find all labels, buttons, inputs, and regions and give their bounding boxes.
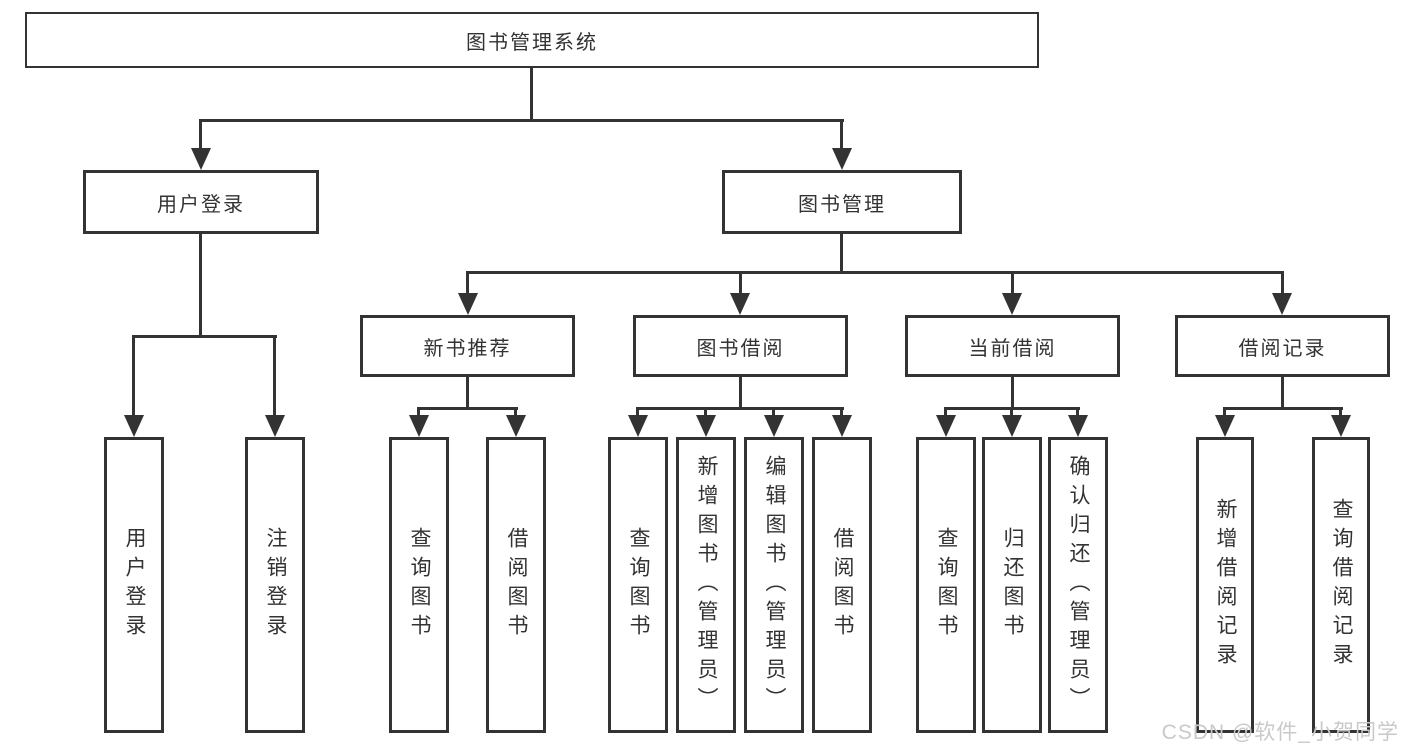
- connector-line: [1011, 377, 1014, 410]
- connector-line: [1076, 407, 1079, 420]
- node-book-borrowing-label: 图书借阅: [696, 337, 785, 360]
- connector-line: [704, 407, 707, 420]
- leaf-edit-books-admin-label: 编辑图书（管理员）: [763, 454, 786, 716]
- connector-line: [1281, 271, 1284, 296]
- connector-line: [636, 407, 639, 420]
- arrow-down-icon: [936, 415, 956, 437]
- node-book-management-label: 图书管理: [798, 193, 886, 216]
- connector-line: [1010, 407, 1013, 420]
- node-book-management: 图书管理: [722, 170, 962, 234]
- leaf-return-books-label: 归还图书: [1001, 527, 1024, 643]
- node-new-book-recommendation: 新书推荐: [360, 315, 575, 377]
- connector-line: [530, 68, 533, 121]
- node-borrowing-records-label: 借阅记录: [1238, 337, 1327, 360]
- node-current-borrowing: 当前借阅: [905, 315, 1120, 377]
- arrow-down-icon: [506, 415, 526, 437]
- connector-line: [739, 377, 742, 410]
- leaf-query-books-borrow-label: 查询图书: [627, 527, 650, 643]
- arrow-down-icon: [1002, 293, 1022, 315]
- leaf-return-books: 归还图书: [982, 437, 1042, 733]
- connector-line: [1223, 407, 1343, 410]
- connector-line: [273, 335, 276, 418]
- leaf-logout: 注销登录: [245, 437, 305, 733]
- connector-line: [514, 407, 517, 420]
- arrow-down-icon: [696, 415, 716, 437]
- leaf-query-books-current: 查询图书: [916, 437, 976, 733]
- arrow-down-icon: [1002, 415, 1022, 437]
- leaf-add-borrow-record-label: 新增借阅记录: [1214, 498, 1237, 672]
- connector-line: [200, 119, 844, 122]
- arrow-down-icon: [1331, 415, 1351, 437]
- leaf-query-books-current-label: 查询图书: [935, 527, 958, 643]
- arrow-down-icon: [458, 293, 478, 315]
- connector-line: [199, 234, 202, 338]
- arrow-down-icon: [124, 415, 144, 437]
- arrow-down-icon: [265, 415, 285, 437]
- arrow-down-icon: [764, 415, 784, 437]
- leaf-add-books-admin-label: 新增图书（管理员）: [695, 454, 718, 716]
- node-current-borrowing-label: 当前借阅: [968, 337, 1057, 360]
- node-user-login-label: 用户登录: [157, 193, 245, 216]
- leaf-logout-label: 注销登录: [264, 527, 287, 643]
- connector-line: [1339, 407, 1342, 420]
- leaf-user-login: 用户登录: [104, 437, 164, 733]
- arrow-down-icon: [1272, 293, 1292, 315]
- node-root: 图书管理系统: [25, 12, 1039, 68]
- node-new-book-recommendation-label: 新书推荐: [423, 337, 512, 360]
- connector-line: [132, 335, 135, 418]
- node-root-label: 图书管理系统: [466, 31, 598, 54]
- arrow-down-icon: [628, 415, 648, 437]
- connector-line: [466, 271, 1284, 274]
- arrow-down-icon: [1215, 415, 1235, 437]
- arrow-down-icon: [832, 415, 852, 437]
- watermark: CSDN @软件_小贺同学: [1161, 721, 1399, 744]
- leaf-borrow-books-recommend: 借阅图书: [486, 437, 546, 733]
- leaf-query-books-recommend-label: 查询图书: [408, 527, 431, 643]
- arrow-down-icon: [1068, 415, 1088, 437]
- connector-line: [840, 234, 843, 274]
- connector-line: [417, 407, 420, 420]
- leaf-borrow-books: 借阅图书: [812, 437, 872, 733]
- leaf-add-books-admin: 新增图书（管理员）: [676, 437, 736, 733]
- connector-line: [636, 407, 844, 410]
- leaf-query-books-borrow: 查询图书: [608, 437, 668, 733]
- leaf-borrow-books-recommend-label: 借阅图书: [505, 527, 528, 643]
- connector-line: [944, 407, 947, 420]
- leaf-user-login-label: 用户登录: [123, 527, 146, 643]
- connector-line: [840, 119, 843, 152]
- connector-line: [466, 377, 469, 410]
- leaf-add-borrow-record: 新增借阅记录: [1196, 437, 1254, 733]
- leaf-confirm-return-admin: 确认归还（管理员）: [1048, 437, 1108, 733]
- connector-line: [132, 335, 277, 338]
- node-book-borrowing: 图书借阅: [633, 315, 848, 377]
- connector-line: [1223, 407, 1226, 420]
- connector-line: [1011, 271, 1014, 296]
- connector-line: [772, 407, 775, 420]
- connector-line: [417, 407, 518, 410]
- leaf-borrow-books-label: 借阅图书: [831, 527, 854, 643]
- connector-line: [840, 407, 843, 420]
- leaf-query-borrow-record: 查询借阅记录: [1312, 437, 1370, 733]
- leaf-edit-books-admin: 编辑图书（管理员）: [744, 437, 804, 733]
- leaf-query-books-recommend: 查询图书: [389, 437, 449, 733]
- arrow-down-icon: [191, 148, 211, 170]
- arrow-down-icon: [730, 293, 750, 315]
- node-user-login: 用户登录: [83, 170, 319, 234]
- leaf-confirm-return-admin-label: 确认归还（管理员）: [1067, 454, 1090, 716]
- arrow-down-icon: [409, 415, 429, 437]
- leaf-query-borrow-record-label: 查询借阅记录: [1330, 498, 1353, 672]
- connector-line: [739, 271, 742, 296]
- connector-line: [1281, 377, 1284, 410]
- connector-line: [466, 271, 469, 296]
- node-borrowing-records: 借阅记录: [1175, 315, 1390, 377]
- connector-line: [199, 119, 202, 152]
- arrow-down-icon: [832, 148, 852, 170]
